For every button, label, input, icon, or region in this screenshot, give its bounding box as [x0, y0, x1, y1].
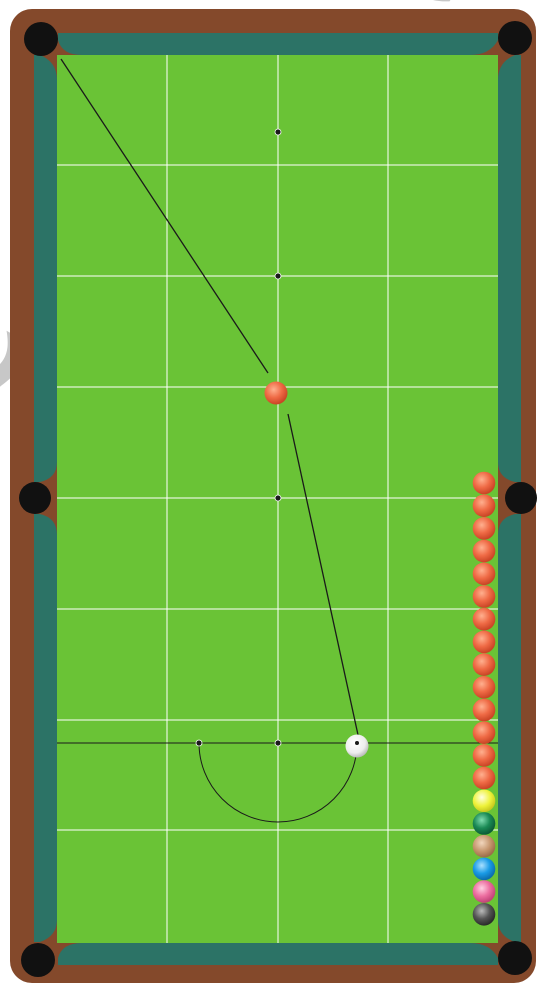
- brown-spot: [275, 740, 281, 746]
- rack-green-ball: [473, 812, 496, 835]
- rack-red-ball: [473, 494, 496, 517]
- rack-red-ball: [473, 517, 496, 540]
- rack-red-ball: [473, 767, 496, 790]
- rack-red-ball: [473, 676, 496, 699]
- cushion-right-upper: [498, 55, 521, 482]
- rack-pink-ball: [473, 880, 496, 903]
- rack-brown-ball: [473, 835, 496, 858]
- pocket-bottom-right: [498, 941, 532, 975]
- pink-spot: [275, 273, 281, 279]
- cushion-left-lower: [34, 514, 57, 942]
- pocket-top-left: [24, 22, 58, 56]
- cushion-bottom: [58, 943, 498, 965]
- cue-ball: [346, 735, 369, 758]
- rack-red-ball: [473, 563, 496, 586]
- cushion-top: [58, 33, 498, 55]
- rack-red-ball: [473, 472, 496, 495]
- pocket-bottom-left: [21, 943, 55, 977]
- rack-blue-ball: [473, 858, 496, 881]
- blue-spot: [275, 495, 281, 501]
- rack-yellow-ball: [473, 790, 496, 813]
- cushion-right-lower: [498, 514, 521, 942]
- pocket-middle-right: [505, 482, 537, 514]
- rack-red-ball: [473, 608, 496, 631]
- cue-ball-contact-dot: [355, 741, 359, 745]
- object-ball-red: [265, 382, 288, 405]
- green-spot: [196, 740, 202, 746]
- pocket-middle-left: [19, 482, 51, 514]
- cushion-left-upper: [34, 55, 57, 482]
- rack-red-ball: [473, 585, 496, 608]
- rack-red-ball: [473, 653, 496, 676]
- rack-red-ball: [473, 540, 496, 563]
- rack-black-ball: [473, 903, 496, 926]
- rack-red-ball: [473, 699, 496, 722]
- rack-red-ball: [473, 744, 496, 767]
- pocket-top-right: [498, 21, 532, 55]
- black-spot: [275, 129, 281, 135]
- rack-red-ball: [473, 721, 496, 744]
- rack-red-ball: [473, 631, 496, 654]
